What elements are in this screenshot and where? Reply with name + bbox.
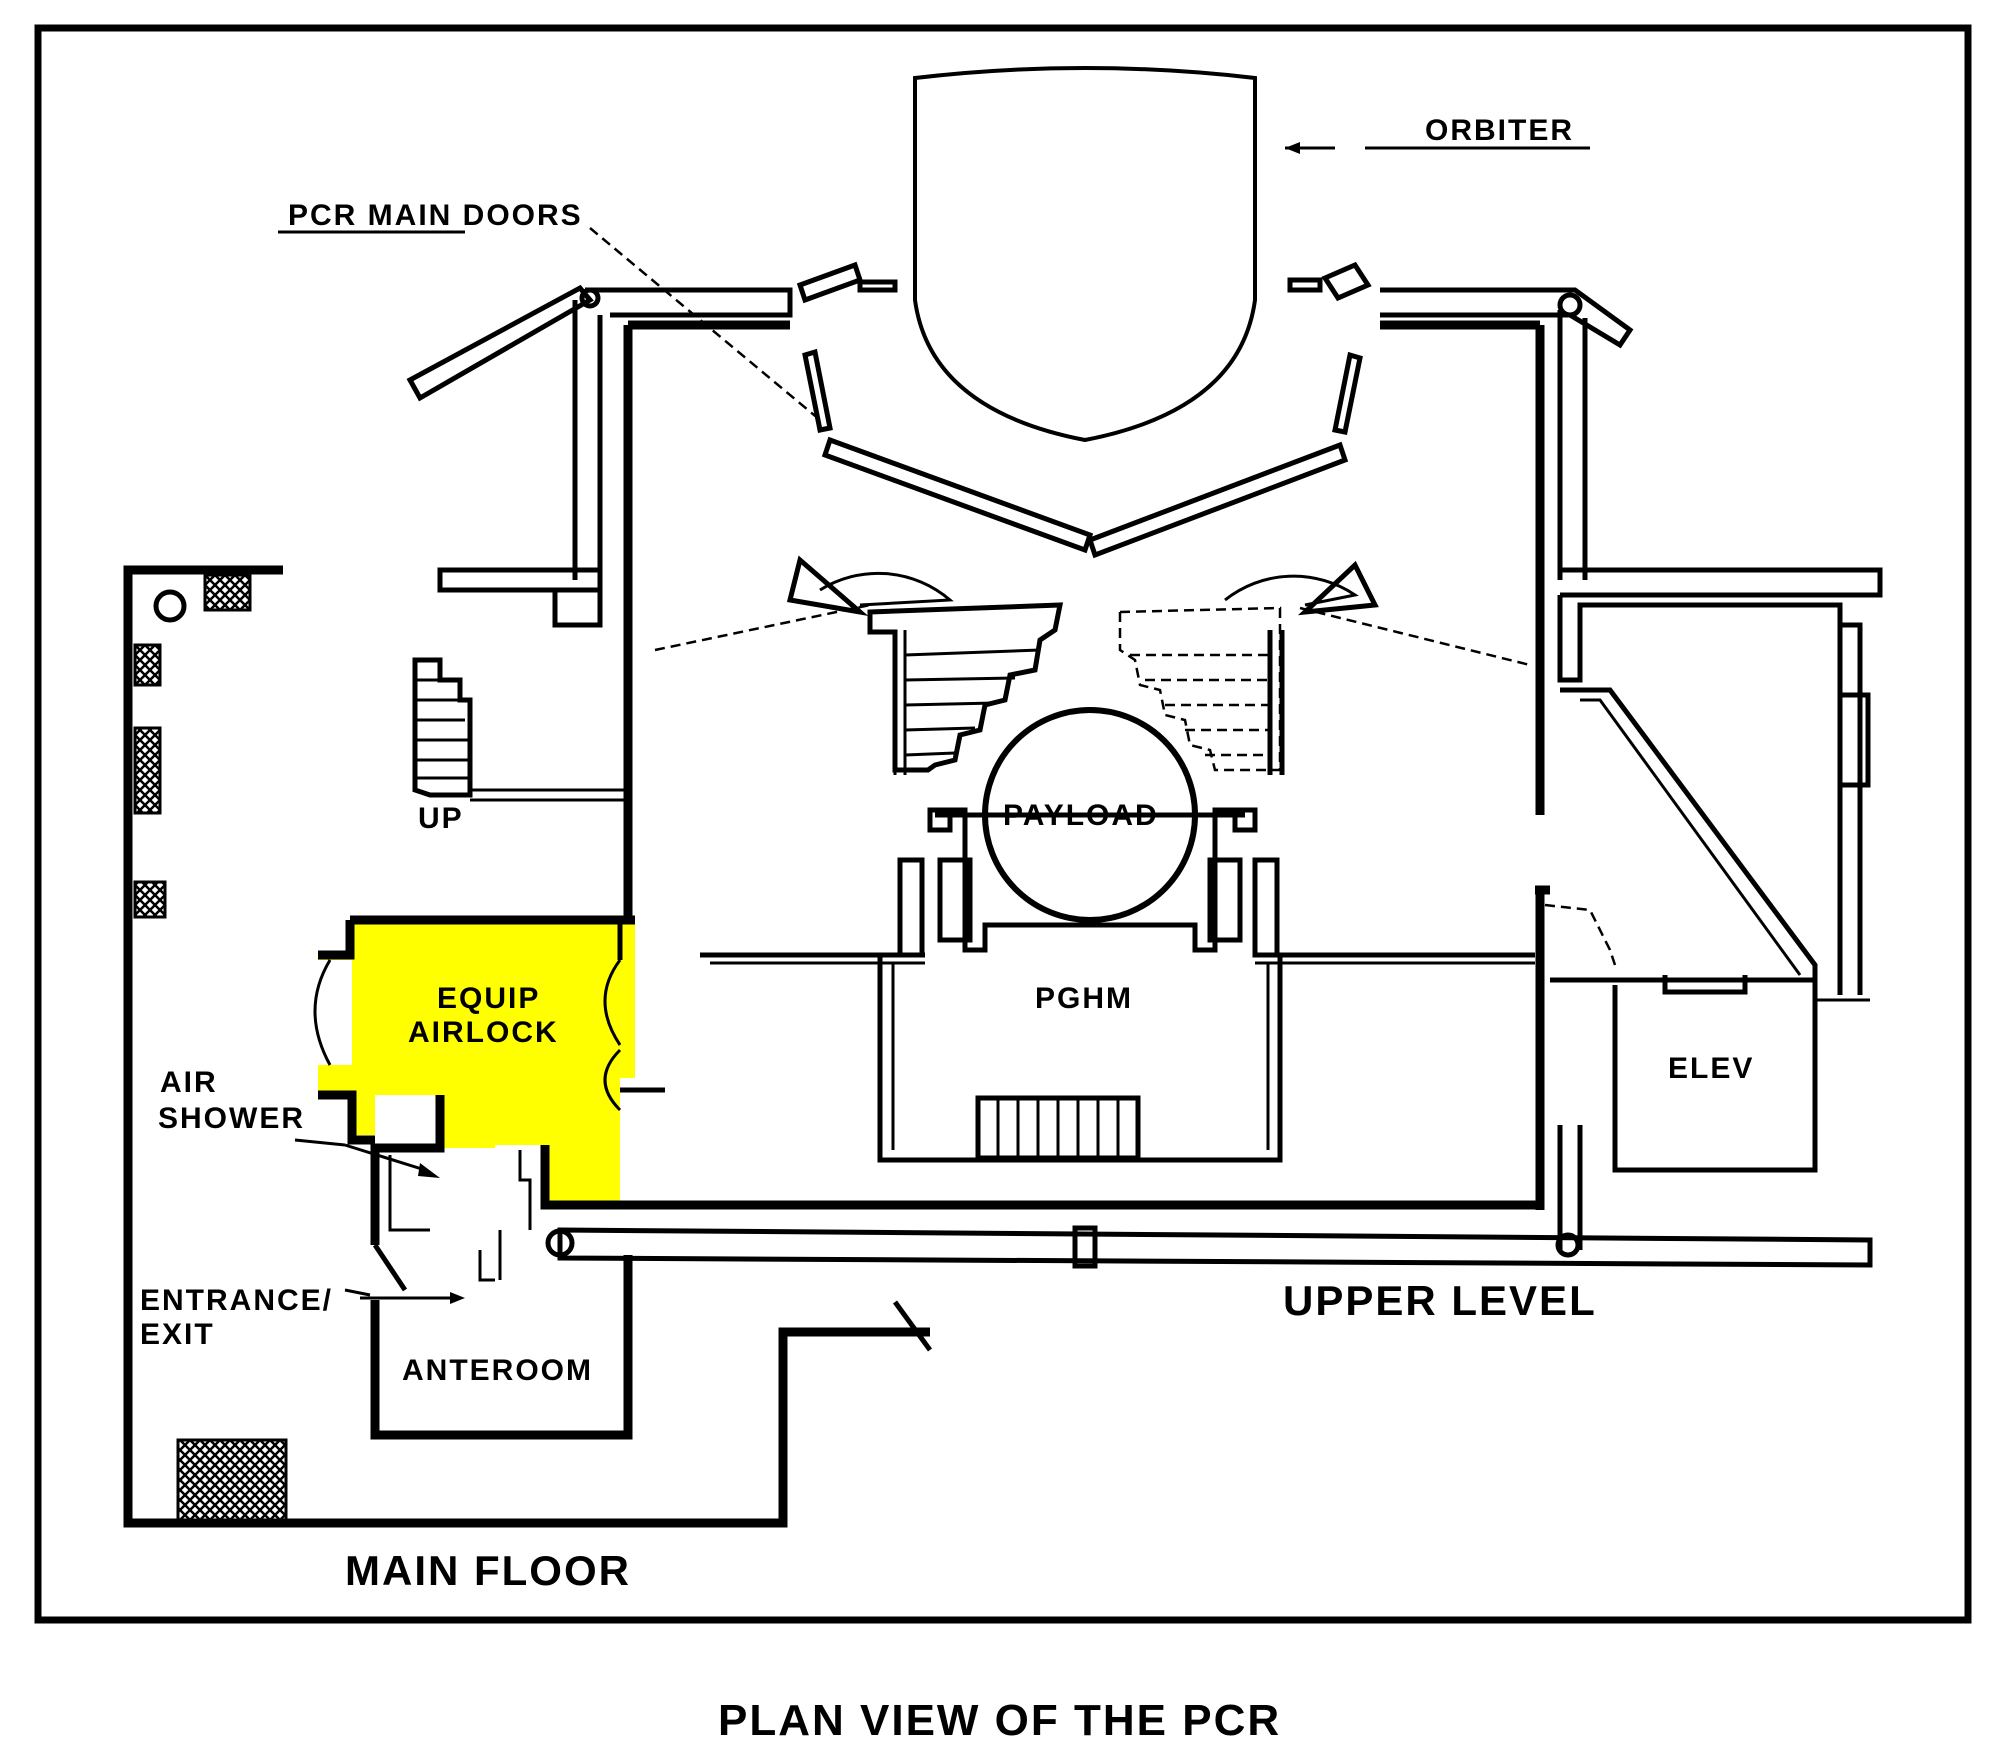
stairs-up [412, 657, 473, 798]
label-entrance-exit-2: EXIT [140, 1318, 215, 1351]
label-equip-airlock-1: EQUIP [437, 982, 540, 1015]
label-main-floor: MAIN FLOOR [345, 1547, 631, 1594]
label-equip-airlock-2: AIRLOCK [408, 1016, 559, 1049]
label-upper-level: UPPER LEVEL [1283, 1277, 1597, 1324]
label-payload: PAYLOAD [1003, 799, 1159, 832]
label-anteroom: ANTEROOM [402, 1354, 593, 1387]
label-pghm: PGHM [1035, 982, 1133, 1015]
label-orbiter: ORBITER [1425, 114, 1574, 147]
label-air-shower-2: SHOWER [158, 1102, 305, 1135]
figure-caption: PLAN VIEW OF THE PCR [718, 1696, 1281, 1738]
label-elev: ELEV [1668, 1052, 1754, 1085]
label-up: UP [418, 802, 464, 835]
stairs-left [867, 602, 1064, 775]
stairs-right [1118, 606, 1285, 775]
equip-airlock-highlight [318, 920, 635, 1205]
label-pcr-main-doors: PCR MAIN DOORS [288, 199, 583, 232]
orbiter-outline [913, 66, 1257, 443]
outer-frame [34, 24, 1972, 1624]
pghm-stairs [975, 1095, 1141, 1161]
label-air-shower-1: AIR [160, 1066, 218, 1099]
label-entrance-exit-1: ENTRANCE/ [140, 1284, 333, 1317]
